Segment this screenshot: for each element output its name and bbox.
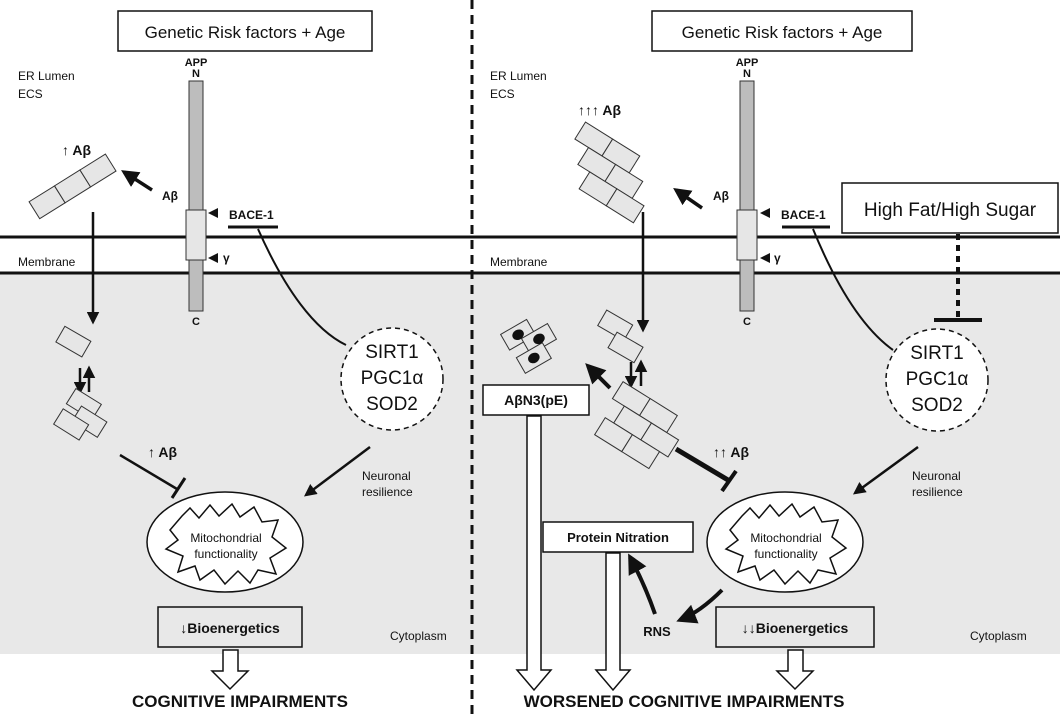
right-cytoplasm-label: Cytoplasm (970, 629, 1027, 643)
left-resilience-label-2: resilience (362, 485, 413, 499)
left-bioenergetics-box (157, 606, 303, 648)
right-sirt1-complex (885, 328, 989, 432)
left-abeta-aggregate (52, 387, 108, 441)
right-ecs-label: ECS (490, 87, 515, 101)
right-inhibition-bar (720, 469, 738, 493)
protein-nitration-label: Protein Nitration (567, 530, 669, 545)
left-pgc1a-label: PGC1α (361, 368, 424, 389)
right-bace-cleavage-marker (760, 208, 770, 218)
right-abeta-increase2-label: ↑↑ Aβ (713, 444, 749, 460)
right-mitochondrion-cristae (724, 502, 848, 586)
right-inhibition-line (674, 446, 730, 483)
left-app-protein (188, 80, 204, 312)
left-c-terminal-label: C (192, 316, 200, 328)
left-bace-cleavage-marker (208, 208, 218, 218)
left-mito-label-2: functionality (194, 547, 257, 561)
right-sod2-label: SOD2 (911, 395, 963, 416)
right-abeta-dimer (597, 309, 644, 364)
right-c-terminal-label: C (743, 316, 751, 328)
left-bace-inhibition-curve (257, 228, 347, 346)
left-gamma-label: γ (223, 251, 230, 265)
right-resilience-label-1: Neuronal (912, 469, 961, 483)
left-abeta-monomer (55, 325, 92, 358)
left-outcome-arrow (210, 649, 250, 691)
right-risk-label: Genetic Risk factors + Age (682, 23, 883, 42)
right-er-lumen-label: ER Lumen (490, 69, 547, 83)
right-sirt1-label: SIRT1 (910, 343, 964, 364)
right-membrane-label: Membrane (490, 255, 548, 269)
right-app-protein (739, 80, 755, 312)
right-pgc1a-label: PGC1α (906, 369, 969, 390)
left-ecs-label: ECS (18, 87, 43, 101)
right-app-label: APP (736, 57, 759, 69)
right-mito-label-1: Mitochondrial (750, 531, 821, 545)
left-membrane-label: Membrane (18, 255, 76, 269)
right-abeta-aggregate (593, 380, 680, 470)
right-n-terminal-label: N (743, 68, 751, 80)
left-er-lumen-label: ER Lumen (18, 69, 75, 83)
left-abeta-release-arrow (121, 170, 153, 192)
right-gamma-label: γ (774, 251, 781, 265)
left-risk-box (117, 10, 373, 52)
right-abeta-oligomer (574, 121, 645, 224)
right-outcome-label: WORSENED COGNITIVE IMPAIRMENTS (524, 692, 845, 711)
left-risk-label: Genetic Risk factors + Age (145, 23, 346, 42)
left-resilience-label-1: Neuronal (362, 469, 411, 483)
high-fat-label: High Fat/High Sugar (864, 200, 1037, 221)
left-abeta-increase-label: ↑ Aβ (62, 142, 91, 158)
right-bioenergetics-box (715, 606, 875, 648)
right-risk-box (651, 10, 913, 52)
abeta-n3-label: AβN3(pE) (504, 392, 568, 408)
right-abeta-release-arrow (673, 188, 703, 210)
abeta-n3-box (482, 384, 590, 416)
left-abeta-label: Aβ (162, 189, 178, 203)
left-resilience-arrow (304, 446, 371, 497)
right-resilience-label-2: resilience (912, 485, 963, 499)
left-sod2-label: SOD2 (366, 394, 418, 415)
right-bioenergetics-label: ↓↓Bioenergetics (742, 620, 849, 636)
left-inhibition-bar (170, 477, 187, 499)
left-bioenergetics-label: ↓Bioenergetics (180, 620, 280, 636)
right-bace-inhibition-curve (812, 228, 894, 351)
left-sirt1-label: SIRT1 (365, 342, 419, 363)
right-gamma-cleavage-marker (760, 253, 770, 263)
protein-nitration-outcome-arrow (594, 552, 632, 692)
right-app-segment (736, 209, 758, 261)
left-app-label: APP (185, 57, 208, 69)
left-inhibition-line (119, 453, 178, 491)
left-bace-label: BACE-1 (229, 208, 274, 222)
left-abeta-increase2-label: ↑ Aβ (148, 444, 177, 460)
abeta-n3-outcome-arrow (515, 415, 553, 692)
right-mito-label-2: functionality (754, 547, 817, 561)
right-resilience-arrow (852, 445, 919, 495)
left-mito-label-1: Mitochondrial (190, 531, 261, 545)
left-sirt1-complex (340, 327, 444, 431)
right-pe-conversion-arrow (585, 363, 612, 390)
right-pe-abeta-aggregate (499, 318, 558, 374)
left-gamma-cleavage-marker (208, 253, 218, 263)
right-panel: Genetic Risk factors + Age ER Lumen ECS … (482, 10, 1059, 711)
right-bace-label: BACE-1 (781, 208, 826, 222)
high-fat-box (841, 182, 1059, 234)
left-mitochondrion-cristae (164, 502, 288, 586)
right-abeta-label: Aβ (713, 189, 729, 203)
left-n-terminal-label: N (192, 68, 200, 80)
left-abeta-oligomer (28, 153, 117, 220)
right-outcome-arrow (775, 649, 815, 691)
left-app-segment (185, 209, 207, 261)
rns-to-nitration-arrow (628, 553, 657, 615)
mito-to-rns-arrow (676, 588, 724, 624)
left-outcome-label: COGNITIVE IMPAIRMENTS (132, 692, 348, 711)
left-panel: Genetic Risk factors + Age ER Lumen ECS … (18, 10, 447, 711)
right-abeta-increase-label: ↑↑↑ Aβ (578, 102, 621, 118)
rns-label: RNS (643, 624, 671, 639)
protein-nitration-box (542, 521, 694, 553)
left-cytoplasm-label: Cytoplasm (390, 629, 447, 643)
